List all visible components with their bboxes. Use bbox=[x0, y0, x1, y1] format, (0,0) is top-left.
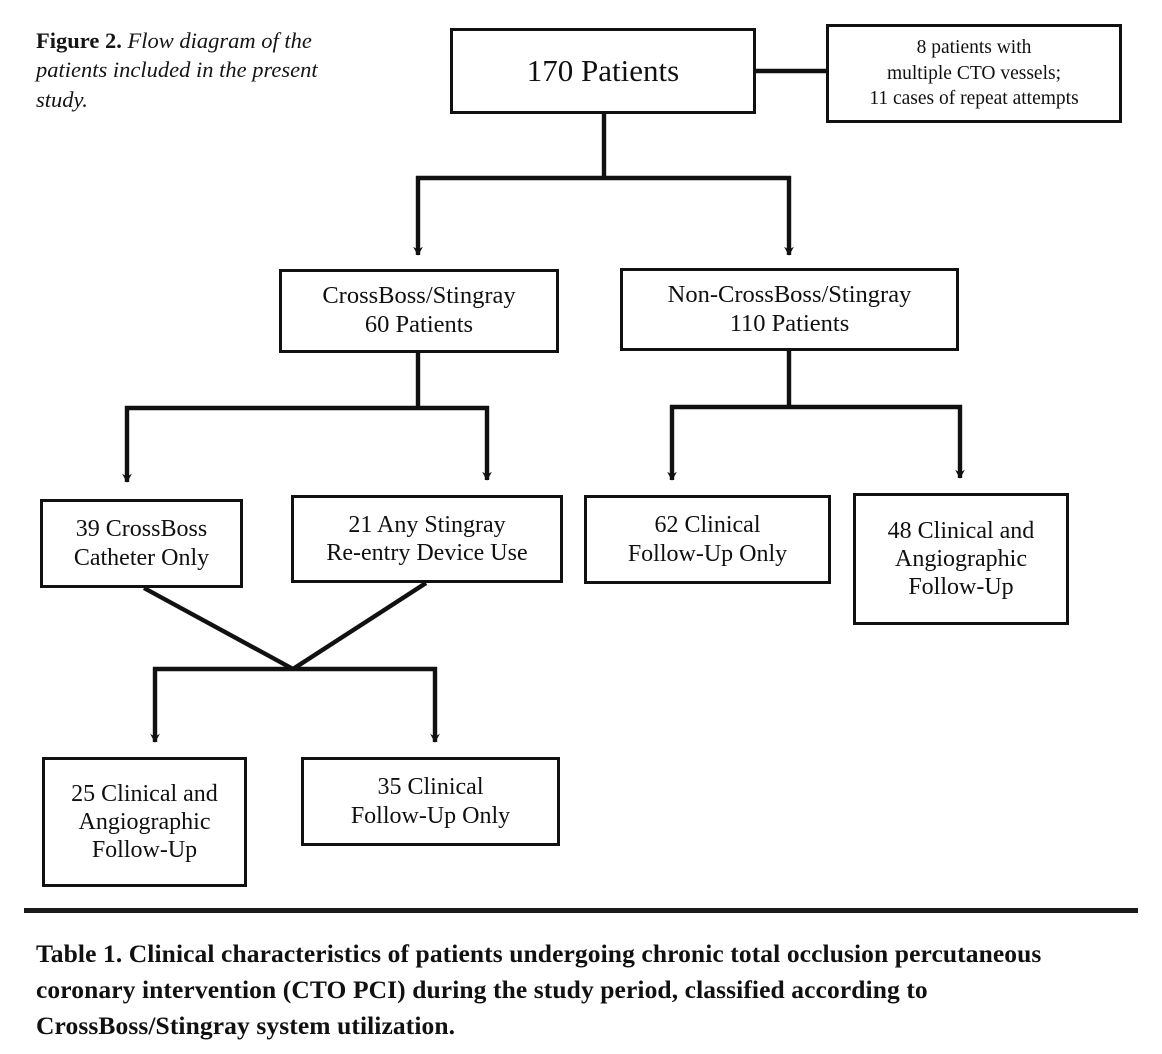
node-clinical-angiographic-25: 25 Clinical and Angiographic Follow-Up bbox=[42, 757, 247, 887]
node-non-crossboss-stingray-label: Non-CrossBoss/Stingray 110 Patients bbox=[667, 280, 912, 337]
node-clinical-followup-62-label: 62 Clinical Follow-Up Only bbox=[627, 512, 788, 567]
node-total-patients: 170 Patients bbox=[450, 28, 756, 114]
section-divider-rule bbox=[24, 908, 1138, 913]
node-clinical-followup-62: 62 Clinical Follow-Up Only bbox=[584, 495, 831, 584]
node-total-patients-label: 170 Patients bbox=[526, 52, 680, 88]
edge-merge-diagonal-left bbox=[142, 586, 295, 671]
node-crossboss-stingray-label: CrossBoss/Stingray 60 Patients bbox=[322, 282, 516, 338]
node-crossboss-stingray: CrossBoss/Stingray 60 Patients bbox=[279, 269, 559, 353]
node-crossboss-catheter-only-label: 39 CrossBoss Catheter Only bbox=[73, 516, 210, 571]
node-clinical-angiographic-25-label: 25 Clinical and Angiographic Follow-Up bbox=[71, 780, 218, 864]
node-clinical-followup-35: 35 Clinical Follow-Up Only bbox=[301, 757, 560, 846]
node-crossboss-catheter-only: 39 CrossBoss Catheter Only bbox=[40, 499, 243, 588]
table-1-caption: Table 1. Clinical characteristics of pat… bbox=[36, 939, 1042, 1041]
node-clinical-angiographic-48: 48 Clinical and Angiographic Follow-Up bbox=[853, 493, 1069, 625]
node-non-crossboss-stingray: Non-CrossBoss/Stingray 110 Patients bbox=[620, 268, 959, 351]
edge-merge-diagonal-right bbox=[291, 581, 428, 671]
node-excluded-patients-label: 8 patients with multiple CTO vessels; 11… bbox=[869, 37, 1079, 110]
node-clinical-angiographic-48-label: 48 Clinical and Angiographic Follow-Up bbox=[887, 517, 1035, 601]
figure-caption-label: Figure 2. bbox=[36, 28, 122, 53]
flow-diagram-connectors bbox=[122, 68, 965, 743]
figure-region: Figure 2. Flow diagram of the patients i… bbox=[36, 24, 1122, 887]
node-any-stingray-reentry: 21 Any Stingray Re-entry Device Use bbox=[291, 495, 563, 583]
figure-caption: Figure 2. Flow diagram of the patients i… bbox=[36, 26, 356, 114]
figure-caption-text: Flow diagram of the patients included in… bbox=[36, 28, 318, 112]
node-any-stingray-reentry-label: 21 Any Stingray Re-entry Device Use bbox=[326, 511, 528, 566]
node-excluded-patients: 8 patients with multiple CTO vessels; 11… bbox=[826, 24, 1122, 123]
node-clinical-followup-35-label: 35 Clinical Follow-Up Only bbox=[350, 774, 511, 829]
